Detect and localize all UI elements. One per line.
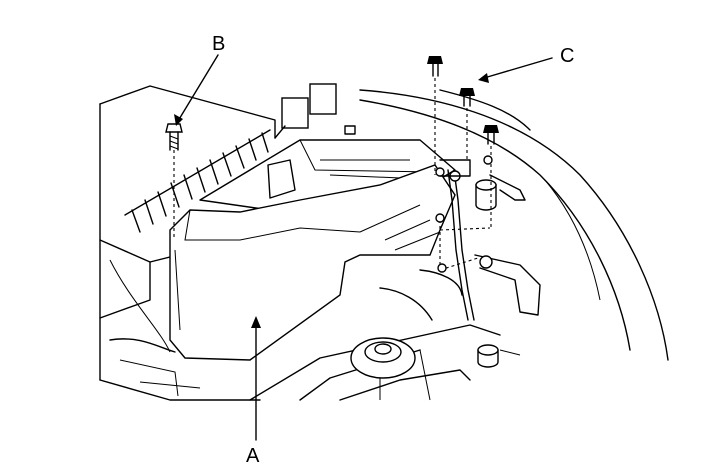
part-a-cover: [169, 164, 456, 361]
lower-structure: [249, 269, 521, 401]
bolt-c-center: [459, 88, 475, 160]
bolt-b: [165, 123, 183, 240]
wire-harness: [439, 159, 475, 321]
callout-label-a: A: [246, 445, 260, 467]
callout-label-c: C: [560, 45, 574, 67]
bolt-c-upper-left: [427, 56, 443, 175]
cooling-fins: [124, 129, 271, 233]
fender-outline: [359, 89, 669, 361]
callout-label-b: B: [212, 33, 225, 55]
mounting-point-guides: [435, 155, 493, 273]
leader-a: [251, 316, 261, 441]
bolt-c-right: [483, 125, 499, 230]
leader-c: [478, 57, 553, 83]
leader-b: [174, 54, 219, 126]
